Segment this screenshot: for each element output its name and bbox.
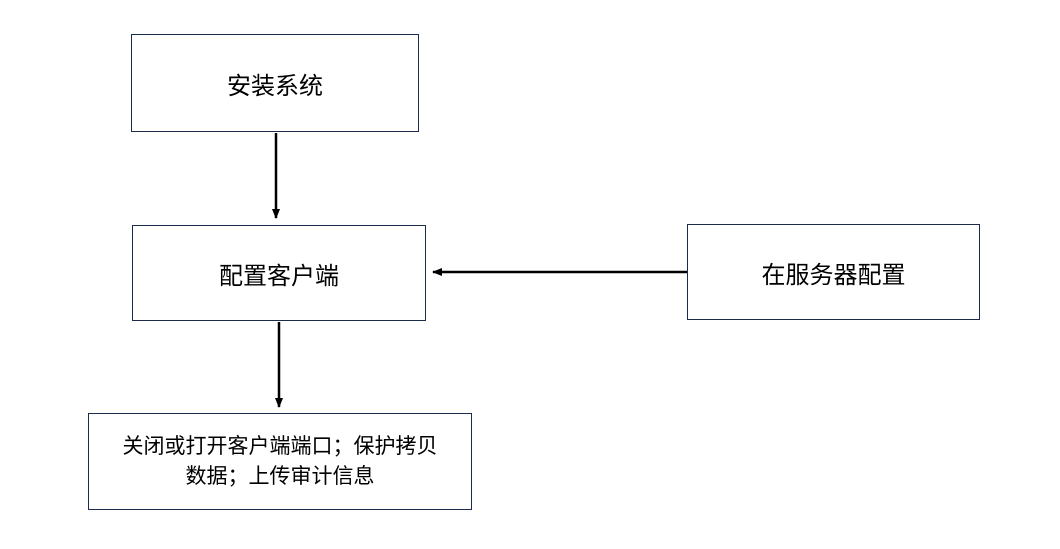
node-configure-client: 配置客户端 [132,225,426,321]
node-configure-client-label: 配置客户端 [219,262,339,290]
node-install-system-label: 安装系统 [227,72,323,100]
node-client-actions-line2: 数据；上传审计信息 [185,464,375,488]
node-server-config: 在服务器配置 [687,224,980,320]
node-client-actions-line1: 关闭或打开客户端端口；保护拷贝 [122,434,438,458]
node-install-system: 安装系统 [131,34,419,132]
node-server-config-label: 在服务器配置 [761,261,906,289]
node-client-actions: 关闭或打开客户端端口；保护拷贝 数据；上传审计信息 [88,413,472,510]
